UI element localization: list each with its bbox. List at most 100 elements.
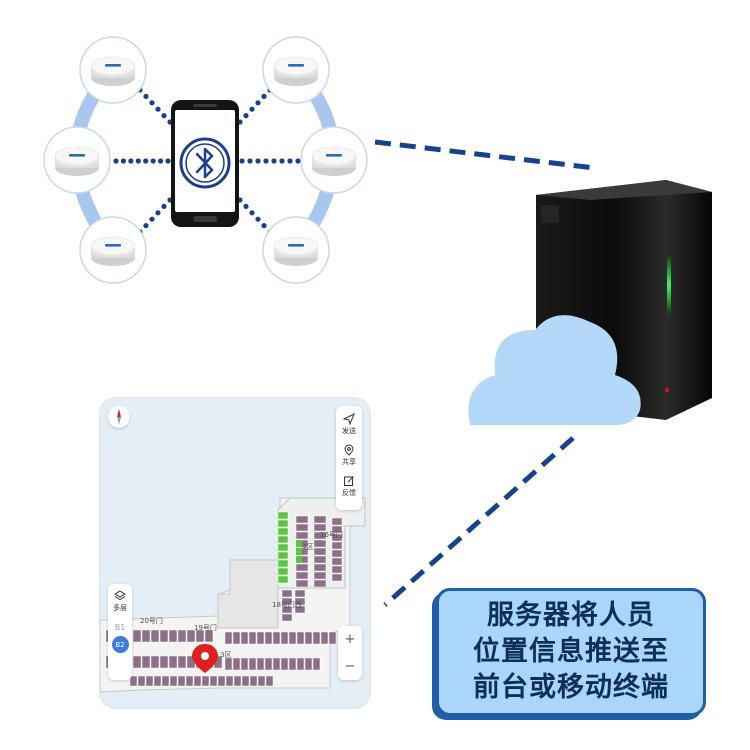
- parking-space: [281, 589, 293, 598]
- parking-space: [177, 675, 186, 687]
- parking-space: [168, 629, 178, 643]
- parking-space: [328, 631, 337, 645]
- feedback-button[interactable]: 反馈: [336, 475, 362, 498]
- parking-space: [145, 675, 154, 687]
- zoom-in-button[interactable]: +: [344, 632, 356, 647]
- parking-space: [281, 605, 293, 614]
- parking-space: [295, 515, 309, 524]
- send-label: 发送: [342, 427, 356, 435]
- parking-space-green: [277, 559, 289, 568]
- parking-space: [195, 629, 205, 643]
- parking-space: [137, 675, 146, 687]
- parking-space: [312, 657, 321, 671]
- send-button[interactable]: 发送: [336, 413, 362, 436]
- parking-space-green: [277, 551, 289, 560]
- beacon-icon: [262, 216, 330, 284]
- parking-space: [257, 675, 266, 687]
- parking-space: [256, 631, 265, 645]
- parking-space: [224, 631, 233, 645]
- parking-space: [331, 565, 343, 574]
- parking-space-green: [277, 527, 289, 536]
- parking-space-green: [277, 511, 289, 520]
- parking-space: [168, 655, 178, 669]
- parking-space: [313, 579, 327, 588]
- parking-space: [150, 655, 160, 669]
- parking-space: [129, 675, 138, 687]
- parking-space: [331, 533, 343, 542]
- label-gate19: 19号门: [194, 624, 217, 632]
- compass-icon[interactable]: [108, 406, 130, 428]
- beacon-icon: [43, 126, 111, 194]
- parking-space: [201, 675, 210, 687]
- map-toolbar: 发送 共享 反馈: [336, 406, 362, 510]
- beacon-icon: [300, 126, 368, 194]
- parking-space: [294, 605, 306, 614]
- share-label: 共享: [342, 458, 356, 466]
- parking-space: [248, 657, 257, 671]
- parking-space: [295, 531, 309, 540]
- caption-line-3: 前台或移动终端: [473, 672, 669, 703]
- parking-space: [313, 571, 327, 580]
- share-button[interactable]: 共享: [336, 444, 362, 467]
- layers-button[interactable]: 多层: [113, 590, 127, 613]
- parking-space: [159, 655, 169, 669]
- location-pin-icon: [192, 644, 218, 673]
- parking-space: [294, 589, 306, 598]
- caption-line-2: 位置信息推送至: [473, 636, 669, 667]
- parking-space: [161, 675, 170, 687]
- parking-space-green: [277, 567, 289, 576]
- parking-space: [313, 555, 327, 564]
- parking-space: [264, 631, 273, 645]
- caption-line-1: 服务器将人员: [487, 600, 655, 631]
- label-gate18: 18号门西: [272, 601, 302, 609]
- parking-space: [295, 571, 309, 580]
- parking-space: [132, 655, 142, 669]
- parking-space: [313, 523, 327, 532]
- label-zone4: 4区: [302, 543, 314, 551]
- parking-space: [272, 657, 281, 671]
- parking-space: [295, 523, 309, 532]
- parking-space-green: [277, 519, 289, 528]
- floor-switcher: 多层 B1 B2: [108, 584, 132, 680]
- parking-space: [280, 631, 289, 645]
- zoom-out-button[interactable]: −: [344, 659, 356, 674]
- parking-space: [313, 515, 327, 524]
- parking-space: [209, 675, 218, 687]
- parking-space: [331, 573, 343, 582]
- parking-space: [240, 657, 249, 671]
- parking-space: [186, 629, 196, 643]
- send-icon: [343, 413, 355, 425]
- map-floorplan: [100, 497, 366, 693]
- parking-space: [331, 541, 343, 550]
- edit-icon: [344, 476, 354, 486]
- bluetooth-icon: [179, 137, 231, 189]
- parking-space: [217, 675, 226, 687]
- indoor-map[interactable]: 发送 共享 反馈: [100, 398, 370, 708]
- parking-space: [153, 675, 162, 687]
- parking-space: [331, 557, 343, 566]
- parking-space: [256, 657, 265, 671]
- parking-space: [281, 613, 293, 622]
- parking-space: [272, 631, 281, 645]
- parking-space: [249, 675, 258, 687]
- share-location-icon: [344, 444, 354, 456]
- parking-space: [241, 675, 250, 687]
- parking-space: [225, 675, 234, 687]
- floor-b1-button[interactable]: B1: [114, 623, 126, 632]
- label-zone3: 3区: [220, 651, 232, 659]
- parking-space-green: [296, 556, 302, 563]
- parking-space: [159, 629, 169, 643]
- floor-b2-button[interactable]: B2: [111, 636, 129, 653]
- parking-space: [224, 657, 233, 671]
- parking-space: [294, 597, 306, 606]
- beacon-icon: [79, 36, 147, 104]
- parking-space: [193, 675, 202, 687]
- parking-space: [312, 631, 321, 645]
- cloud-icon: [468, 315, 641, 425]
- parking-space: [248, 631, 257, 645]
- parking-space: [331, 525, 343, 534]
- dashed-link-cloud-map: [383, 436, 575, 607]
- parking-space: [295, 563, 309, 572]
- parking-space: [313, 539, 327, 548]
